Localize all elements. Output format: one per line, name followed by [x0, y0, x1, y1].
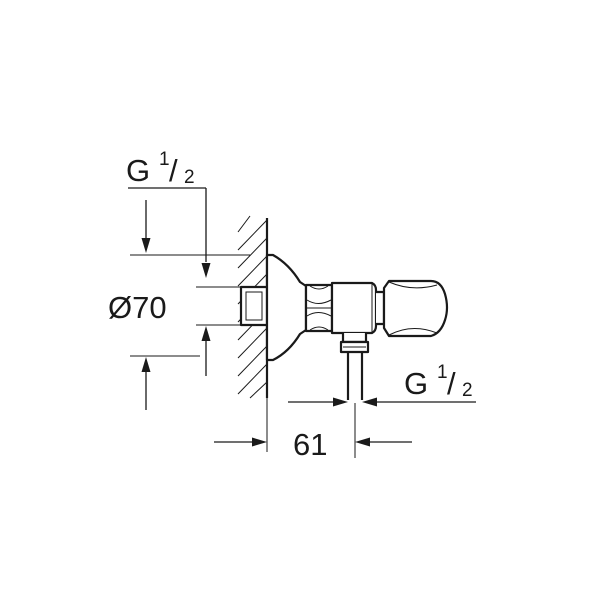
arrow-down-icon: [141, 238, 151, 253]
dimension-top-thread: G 1 / 2: [126, 149, 250, 278]
depth-label: 61: [293, 427, 327, 462]
hex-nut: [304, 283, 334, 333]
dimension-diameter: Ø70: [108, 286, 241, 410]
arrow-up-icon: [141, 357, 151, 372]
arrow-down-icon: [201, 263, 211, 278]
arrow-left-icon: [362, 397, 377, 407]
thread-slash: /: [447, 366, 456, 401]
arrow-right-icon: [252, 437, 267, 447]
valve-stem: [376, 290, 386, 326]
dimension-outlet-thread: G 1 / 2: [288, 362, 476, 407]
thread-numerator: 1: [437, 362, 448, 383]
thread-slash: /: [169, 153, 178, 188]
thread-denominator: 2: [462, 380, 473, 401]
thread-letter: G: [404, 366, 428, 401]
escutcheon-flange: [265, 253, 308, 362]
handle-ridge-top: [388, 281, 438, 289]
valve-block: [330, 281, 378, 335]
valve-body: [239, 253, 449, 400]
diameter-label: Ø70: [108, 290, 167, 325]
arrow-left-icon: [355, 437, 370, 447]
thread-letter: G: [126, 153, 150, 188]
thread-denominator: 2: [184, 167, 195, 188]
dimension-depth: 61: [214, 398, 412, 462]
valve-handle: [382, 279, 449, 338]
thread-numerator: 1: [159, 149, 170, 170]
inlet-stub: [239, 285, 269, 327]
outlet-collar: [341, 333, 368, 344]
arrow-up-icon: [201, 326, 211, 341]
arrow-right-icon: [333, 397, 348, 407]
handle-ridge-bottom: [388, 328, 438, 336]
inlet-stub-inner: [245, 291, 263, 321]
